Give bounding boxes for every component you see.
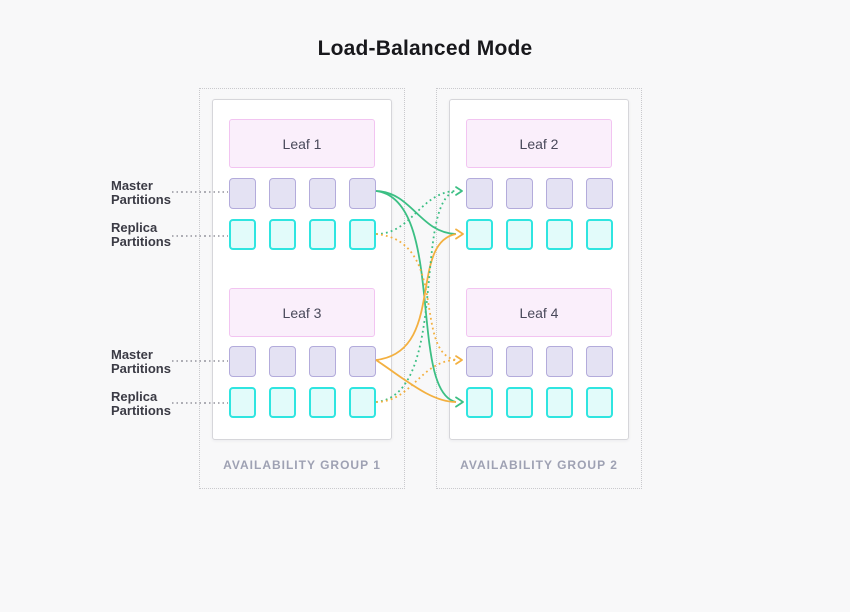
master-partition-row-leaf-4 <box>466 346 613 377</box>
replica-partition-square <box>586 219 613 250</box>
master-partition-square <box>349 178 376 209</box>
master-partition-row-leaf-2 <box>466 178 613 209</box>
replica-partition-row-leaf-3 <box>229 387 376 418</box>
replica-partition-square <box>309 219 336 250</box>
replica-partition-square <box>506 387 533 418</box>
leaf-title-leaf-2: Leaf 2 <box>466 119 612 168</box>
replica-partition-square <box>466 387 493 418</box>
master-partition-square <box>546 178 573 209</box>
availability-group-2: Leaf 2 Leaf 4 AVAILABILITY GROUP 2 <box>436 88 642 489</box>
leaf-title-leaf-1: Leaf 1 <box>229 119 375 168</box>
diagram-title: Load-Balanced Mode <box>317 37 533 60</box>
master-partition-square <box>309 346 336 377</box>
side-label-replica-partitions-row-2: Replica Partitions <box>111 389 171 418</box>
replica-partition-square <box>269 219 296 250</box>
side-label-master-partitions-row-2: Master Partitions <box>111 347 171 376</box>
availability-group-1-label: AVAILABILITY GROUP 1 <box>223 458 381 472</box>
side-label-master-partitions-row-1: Master Partitions <box>111 178 171 207</box>
master-partition-square <box>466 346 493 377</box>
master-partition-square <box>586 346 613 377</box>
availability-group-1: Leaf 1 Leaf 3 AVAILABILITY GROUP 1 <box>199 88 405 489</box>
master-partition-square <box>229 346 256 377</box>
leaf-title-leaf-3: Leaf 3 <box>229 288 375 337</box>
master-partition-square <box>309 178 336 209</box>
replica-partition-row-leaf-2 <box>466 219 613 250</box>
leaf-stack-group-2: Leaf 2 Leaf 4 <box>449 99 629 440</box>
leader-line-replica-row-1 <box>172 235 228 237</box>
leader-line-master-row-1 <box>172 191 228 193</box>
leaf-stack-group-1: Leaf 1 Leaf 3 <box>212 99 392 440</box>
master-partition-square <box>349 346 376 377</box>
replica-partition-square <box>466 219 493 250</box>
replica-partition-square <box>229 387 256 418</box>
leader-line-master-row-2 <box>172 360 228 362</box>
master-partition-square <box>269 178 296 209</box>
replica-partition-square <box>546 387 573 418</box>
replica-partition-square <box>269 387 296 418</box>
replica-partition-square <box>506 219 533 250</box>
leaf-title-leaf-4: Leaf 4 <box>466 288 612 337</box>
replica-partition-square <box>546 219 573 250</box>
master-partition-square <box>586 178 613 209</box>
side-label-replica-partitions-row-1: Replica Partitions <box>111 220 171 249</box>
availability-group-2-label: AVAILABILITY GROUP 2 <box>460 458 618 472</box>
master-partition-row-leaf-1 <box>229 178 376 209</box>
replica-partition-square <box>586 387 613 418</box>
master-partition-square <box>506 346 533 377</box>
replica-partition-square <box>309 387 336 418</box>
master-partition-square <box>269 346 296 377</box>
leader-line-replica-row-2 <box>172 402 228 404</box>
master-partition-square <box>466 178 493 209</box>
replica-partition-square <box>349 219 376 250</box>
master-partition-square <box>546 346 573 377</box>
master-partition-row-leaf-3 <box>229 346 376 377</box>
replica-partition-row-leaf-4 <box>466 387 613 418</box>
master-partition-square <box>506 178 533 209</box>
replica-partition-square <box>349 387 376 418</box>
replica-partition-row-leaf-1 <box>229 219 376 250</box>
master-partition-square <box>229 178 256 209</box>
replica-partition-square <box>229 219 256 250</box>
